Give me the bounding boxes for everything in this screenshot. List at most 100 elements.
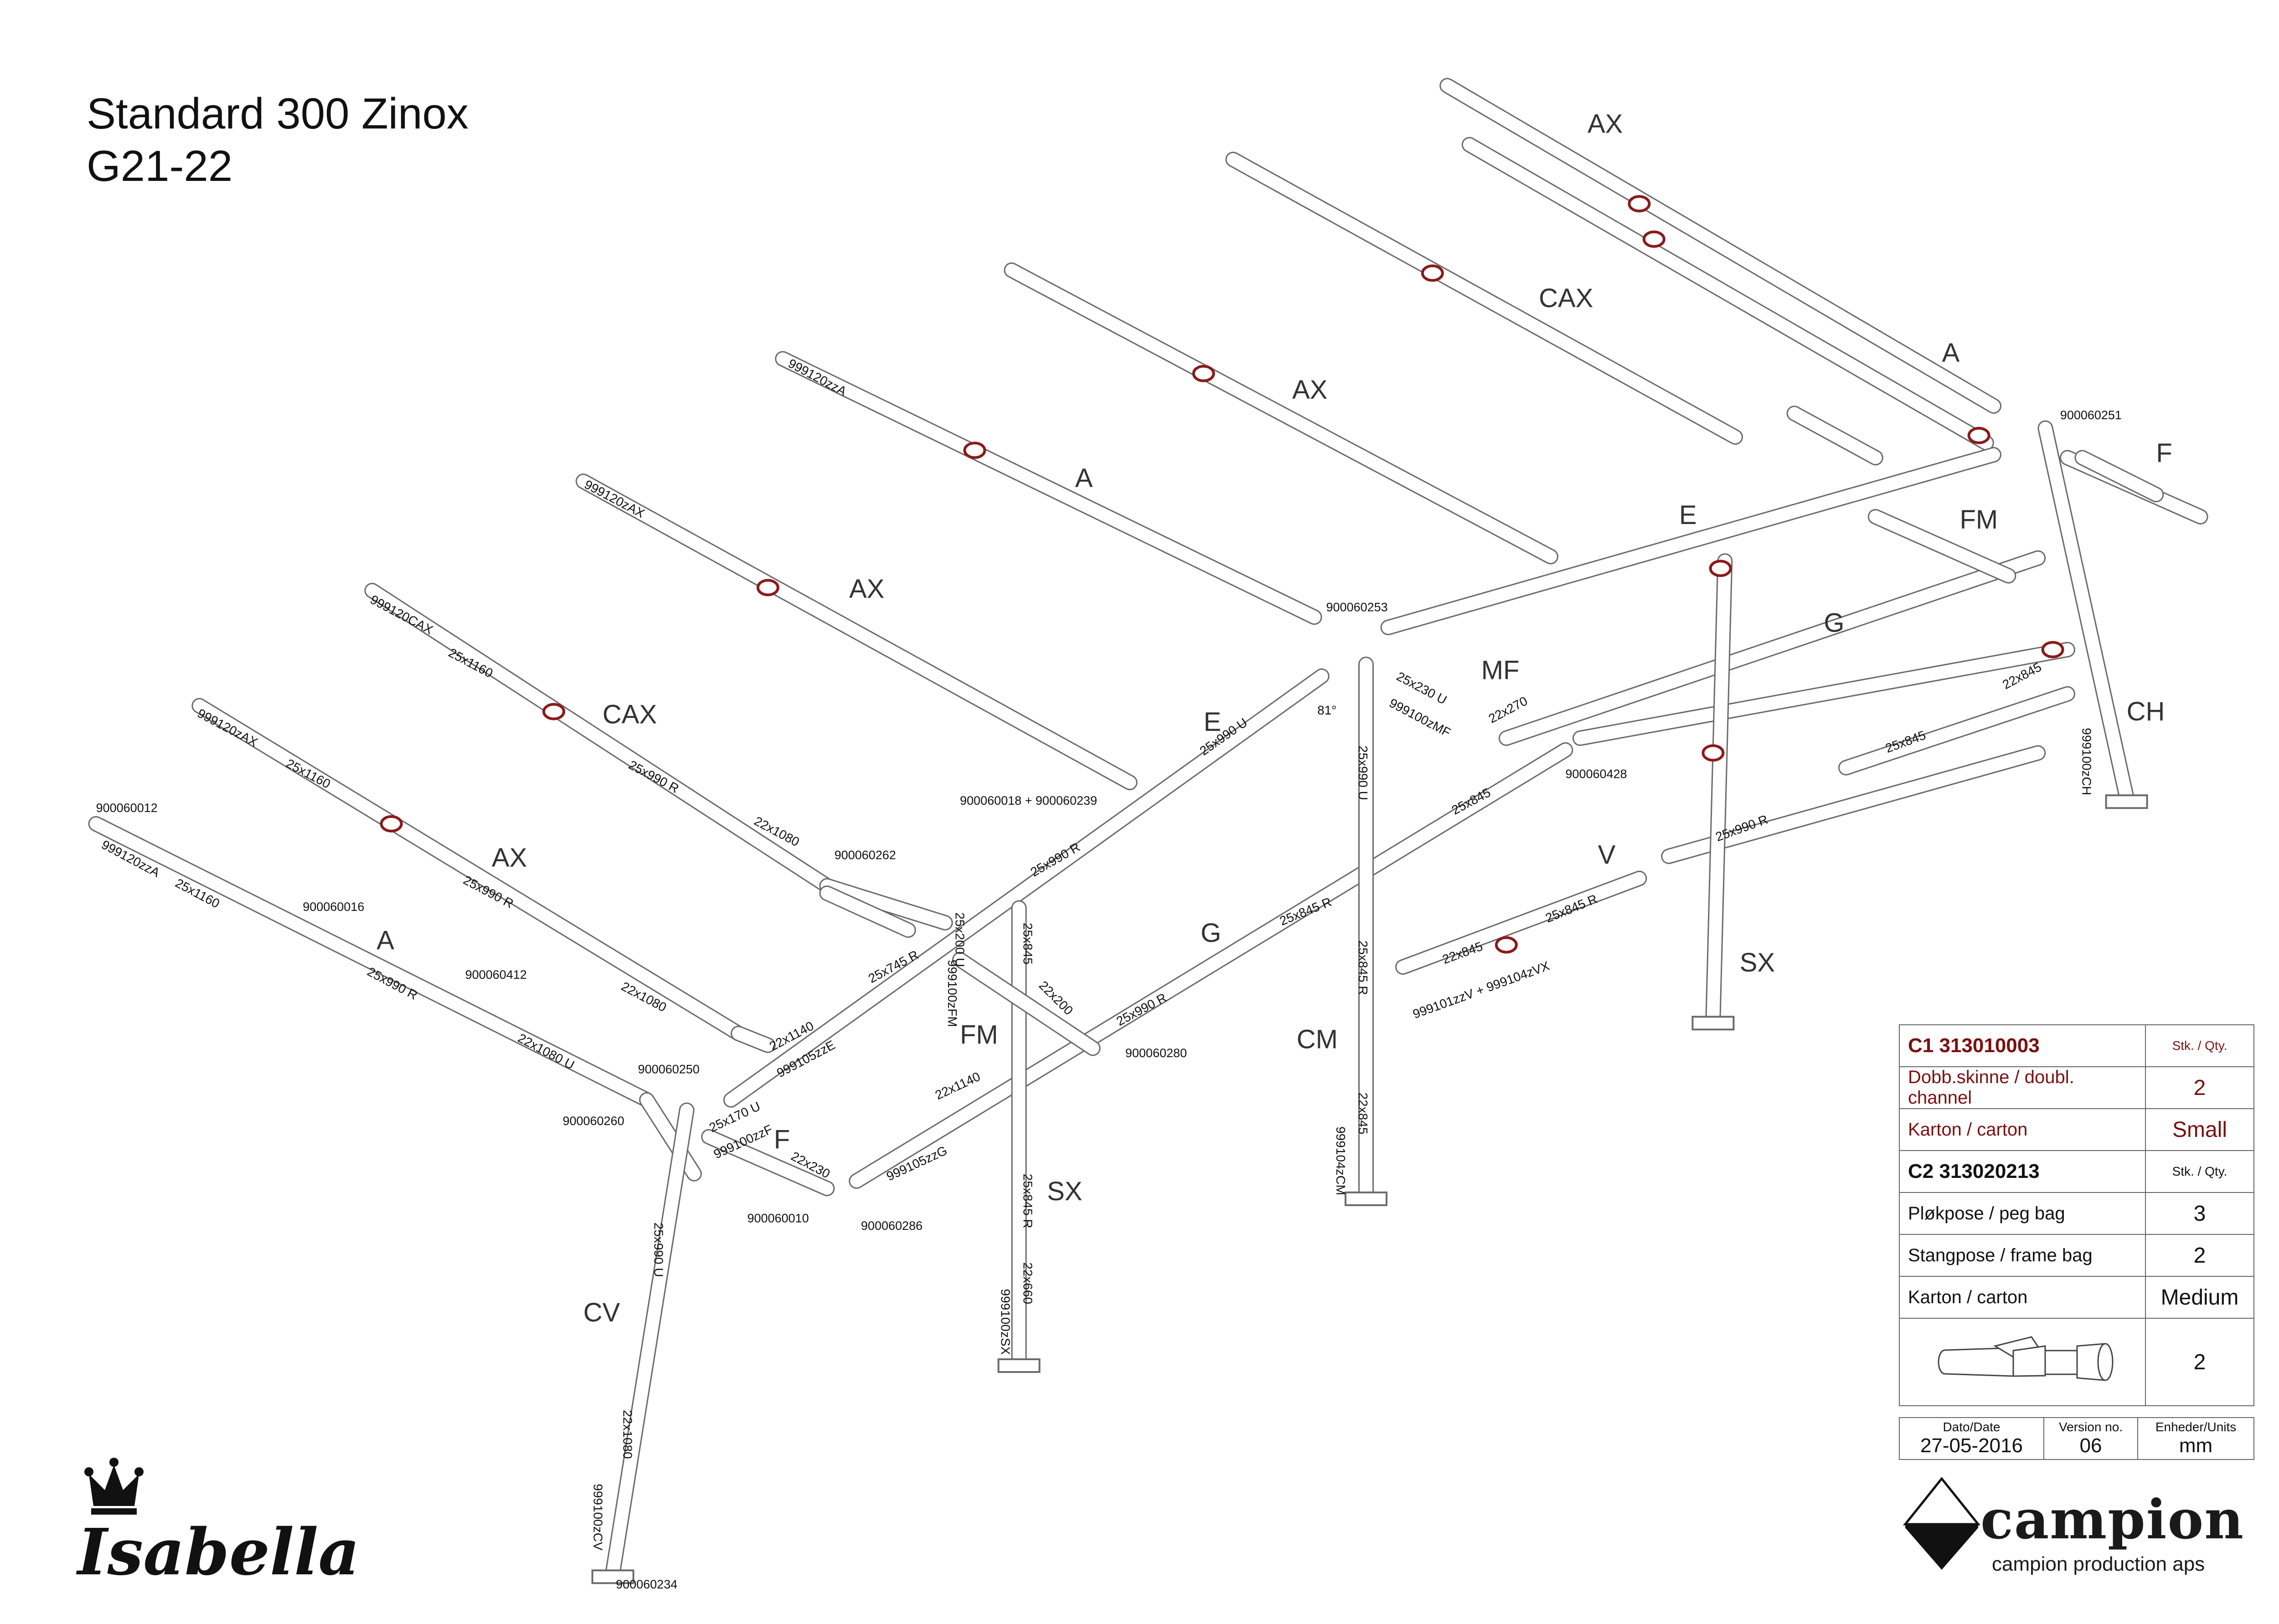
frame-pole-fill: [1382, 448, 2000, 634]
part-letter-label: CM: [1297, 1024, 1338, 1054]
frame-pole-fill: [1227, 153, 1742, 444]
part-number-label: 900060253: [1326, 600, 1388, 614]
part-number-label: 900060234: [616, 1578, 677, 1591]
pole-joint: [1967, 427, 1990, 444]
frame-pole-fill: [1788, 407, 1882, 464]
part-letter-label: MF: [1481, 655, 1520, 685]
dimension-label: 25x200 U: [953, 912, 967, 967]
dimension-label: 999120zzA: [786, 356, 849, 398]
part-number-label: 900060412: [465, 968, 527, 982]
part-letter-label: FM: [1959, 505, 1998, 534]
frame-pole-fill: [702, 1130, 834, 1195]
units-value: mm: [2179, 1434, 2213, 1457]
part-number-label: 900060286: [861, 1219, 923, 1233]
pole-joint: [1702, 744, 1725, 762]
foot-plate: [2105, 794, 2148, 809]
part-letter-label: SX: [1740, 948, 1775, 977]
pole-joint: [1192, 365, 1215, 382]
part-number-label: 900060428: [1565, 767, 1627, 781]
frame-pole-fill: [1707, 555, 1732, 1025]
dimension-label: 25x990 R: [1114, 990, 1169, 1028]
c2-row-qty: Medium: [2145, 1276, 2254, 1319]
footer-table: Dato/Date 27-05-2016 Version no. 06 Enhe…: [1899, 1417, 2254, 1460]
part-letter-label: CV: [583, 1298, 620, 1327]
frame-pole-fill: [1869, 510, 2015, 582]
part-letter-label: F: [2156, 438, 2172, 468]
foot-plate: [1345, 1191, 1387, 1206]
frame-pole-fill: [2039, 421, 2133, 804]
part-letter-label: A: [1942, 338, 1960, 368]
dimension-label: 999101zzV + 999104zVX: [1411, 959, 1552, 1022]
frame-pole-fill: [1463, 138, 1993, 449]
frame-pole-fill: [89, 817, 654, 1106]
part-number-label: 900060010: [747, 1212, 809, 1225]
date-value: 27-05-2016: [1920, 1434, 2023, 1457]
part-letter-label: A: [376, 925, 394, 955]
table-c1: C1 313010003 Stk. / Qty. Dobb.skinne / d…: [1899, 1024, 2254, 1151]
dimension-label: 22x845: [1356, 1093, 1370, 1135]
part-letter-label: E: [1204, 707, 1222, 737]
part-letter-label: AX: [492, 843, 527, 873]
part-letter-label: AX: [1292, 375, 1327, 405]
dimension-label: 25x845: [1021, 923, 1035, 965]
c2-qty-header: Stk. / Qty.: [2145, 1150, 2254, 1193]
part-number-label: 900060260: [562, 1114, 624, 1128]
dimension-label: 999100zFM: [945, 960, 959, 1027]
frame-pole-fill: [1840, 687, 2074, 774]
part-letter-label: AX: [849, 574, 884, 604]
frame-pole-fill: [193, 699, 745, 1040]
part-letter-label: CAX: [603, 700, 657, 730]
part-number-label: 900060012: [96, 801, 158, 815]
pole-joint: [1495, 936, 1518, 954]
frame-pole-fill: [2076, 451, 2163, 501]
version-label: Version no.: [2059, 1420, 2123, 1434]
dimension-label: 999100zSX: [999, 1289, 1013, 1355]
dimension-label: 25x990 U: [651, 1223, 665, 1277]
part-number-label: 900060251: [2060, 408, 2122, 422]
dimension-label: 999104zCM: [1334, 1126, 1348, 1195]
part-letter-label: A: [1075, 463, 1093, 493]
frame-pole-fill: [1573, 643, 2074, 745]
c2-row-label: Pløkpose / peg bag: [1899, 1192, 2146, 1235]
part-number-label: 900060262: [835, 848, 896, 862]
dimension-label: 25x990 U: [1356, 745, 1370, 800]
frame-pole-fill: [1005, 263, 1557, 563]
isabella-logo: Isabella: [77, 1515, 360, 1590]
isabella-crown-icon: [84, 1458, 144, 1515]
part-letter-label: SX: [1047, 1177, 1082, 1206]
foot-plate: [591, 1569, 634, 1584]
part-number-label: 900060250: [638, 1062, 700, 1076]
date-label: Dato/Date: [1943, 1420, 2001, 1434]
frame-bag-icon: [1938, 1336, 2114, 1381]
pole-joint: [1421, 264, 1444, 282]
c1-code: C1 313010003: [1899, 1024, 2146, 1067]
pole-joint: [963, 442, 986, 459]
frame-pole-fill: [724, 669, 1328, 1106]
pole-joint: [542, 703, 565, 720]
dimension-label: 999100zCH: [2079, 728, 2093, 795]
pole-joint: [1709, 560, 1732, 577]
part-letter-label: E: [1679, 500, 1697, 530]
c1-row-label: Dobb.skinne / doubl. channel: [1899, 1066, 2146, 1109]
part-number-label: 900060016: [303, 900, 364, 914]
foot-plate: [1691, 1016, 1735, 1031]
c2-row-qty: 3: [2145, 1192, 2254, 1235]
frame-pole-fill: [606, 1104, 693, 1579]
pole-joint: [380, 815, 403, 833]
frame-pole-fill: [776, 352, 1321, 624]
c1-qty-header: Stk. / Qty.: [2145, 1024, 2254, 1067]
dimension-label: 999120CAX: [368, 592, 435, 637]
part-letter-label: G: [1201, 918, 1221, 948]
frame-pole-fill: [1662, 746, 2045, 863]
part-letter-label: F: [774, 1125, 790, 1155]
pole-joint: [2041, 641, 2064, 658]
frame-pole-fill: [366, 584, 834, 892]
frame-pole-fill: [732, 1027, 774, 1052]
campion-subtitle: campion production aps: [1992, 1553, 2205, 1575]
pole-joint: [1642, 230, 1665, 248]
c2-code: C2 313020213: [1899, 1150, 2146, 1193]
diagram-title: Standard 300 Zinox: [87, 89, 469, 138]
frame-pole-fill: [850, 743, 1572, 1187]
campion-triangle-icon: [1903, 1476, 1981, 1570]
